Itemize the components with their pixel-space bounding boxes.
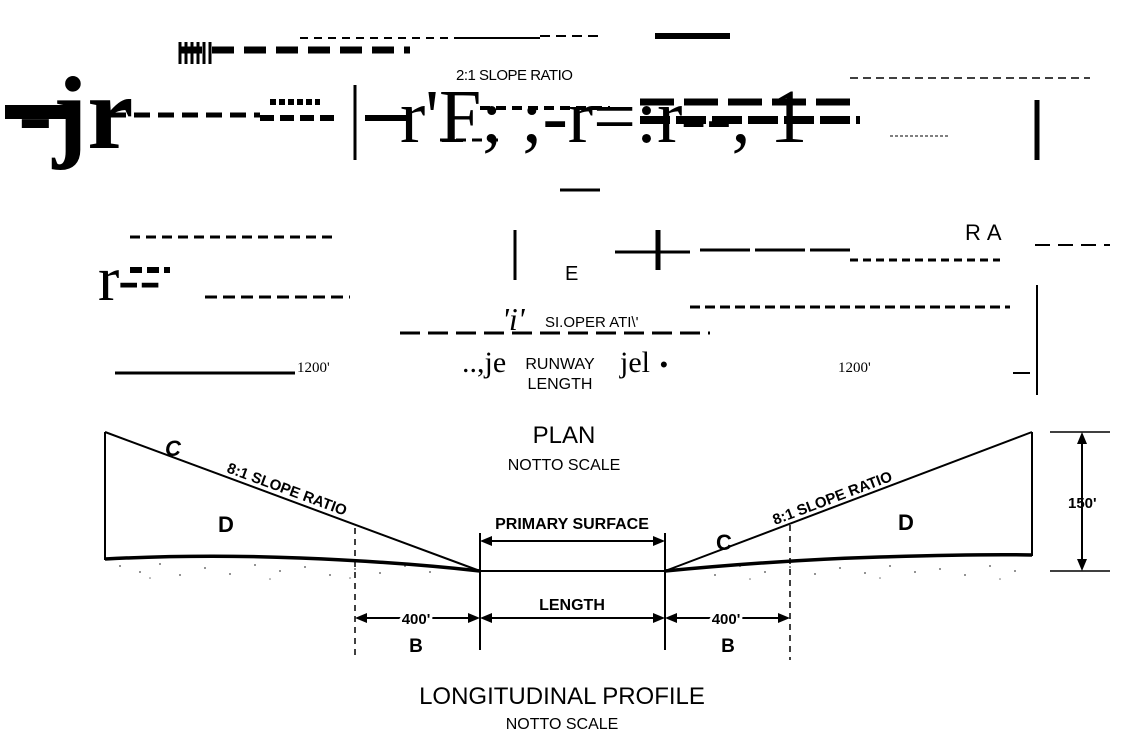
- plan-subtitle: NOTTO SCALE: [508, 457, 621, 474]
- left-d-label: D: [218, 512, 234, 537]
- height-arrow-top: [1077, 432, 1087, 444]
- plan-length-label: LENGTH: [528, 376, 593, 393]
- right-400-arrow-a: [665, 613, 677, 623]
- plan-view: -jr r'F; ;-r=:r--, 1 2:1 SLOPE RATIO r--…: [5, 33, 1110, 474]
- right-400-arrow-b: [778, 613, 790, 623]
- ground-line-right: [664, 553, 1033, 573]
- length-label: LENGTH: [539, 597, 605, 614]
- plan-right-dimension: 1200': [838, 360, 871, 376]
- right-approach-surface: [664, 431, 1033, 572]
- plan-title: PLAN: [533, 422, 596, 449]
- left-400-arrow-a: [355, 613, 367, 623]
- plan-runway-label: RUNWAY: [525, 356, 595, 373]
- left-approach-surface: [104, 431, 481, 572]
- plan-ii-mark: 'i': [502, 301, 526, 337]
- plan-mid-ratio-label: SI.OPER ATI\': [545, 314, 639, 331]
- primary-surface-label: PRIMARY SURFACE: [495, 516, 649, 533]
- primary-arrow-right: [653, 536, 665, 546]
- plan-left-dimension: 1200': [297, 360, 330, 376]
- profile-title: LONGITUDINAL PROFILE: [419, 683, 705, 710]
- right-distance-label: 400': [712, 611, 741, 628]
- height-label: 150': [1068, 495, 1097, 512]
- plan-garbled-r: r--: [98, 243, 161, 314]
- plan-je-right: jel: [619, 346, 650, 379]
- right-d-label: D: [898, 510, 914, 535]
- plan-ra-label: RA: [965, 220, 1008, 245]
- plan-garbled-left: -jr: [18, 56, 133, 171]
- plan-je-left: ..,je: [462, 346, 506, 379]
- left-c-label: C: [165, 436, 182, 461]
- right-slope-label: 8:1 SLOPE RATIO: [770, 468, 895, 529]
- left-distance-label: 400': [402, 611, 431, 628]
- plan-top-ratio-label: 2:1 SLOPE RATIO: [456, 67, 572, 84]
- height-arrow-bottom: [1077, 559, 1087, 571]
- profile-view: C C 8:1 SLOPE RATIO 8:1 SLOPE RATIO D D …: [104, 431, 1110, 733]
- length-arrow-left: [480, 613, 492, 623]
- left-slope-label: 8:1 SLOPE RATIO: [225, 460, 350, 520]
- plan-side-marker: E: [565, 263, 578, 285]
- plan-garbled-mid: r'F; ;-r=:r--, 1: [400, 75, 808, 159]
- left-400-arrow-b: [468, 613, 480, 623]
- length-arrow-right: [653, 613, 665, 623]
- plan-middle-band: [115, 230, 1110, 395]
- right-b-label: B: [721, 636, 735, 657]
- right-c-label: C: [716, 530, 732, 555]
- primary-arrow-left: [480, 536, 492, 546]
- profile-subtitle: NOTTO SCALE: [506, 716, 619, 733]
- plan-top-band: [5, 33, 1090, 192]
- plan-bullet: •: [660, 352, 668, 377]
- left-b-label: B: [409, 636, 423, 657]
- ground-line-left: [104, 554, 481, 573]
